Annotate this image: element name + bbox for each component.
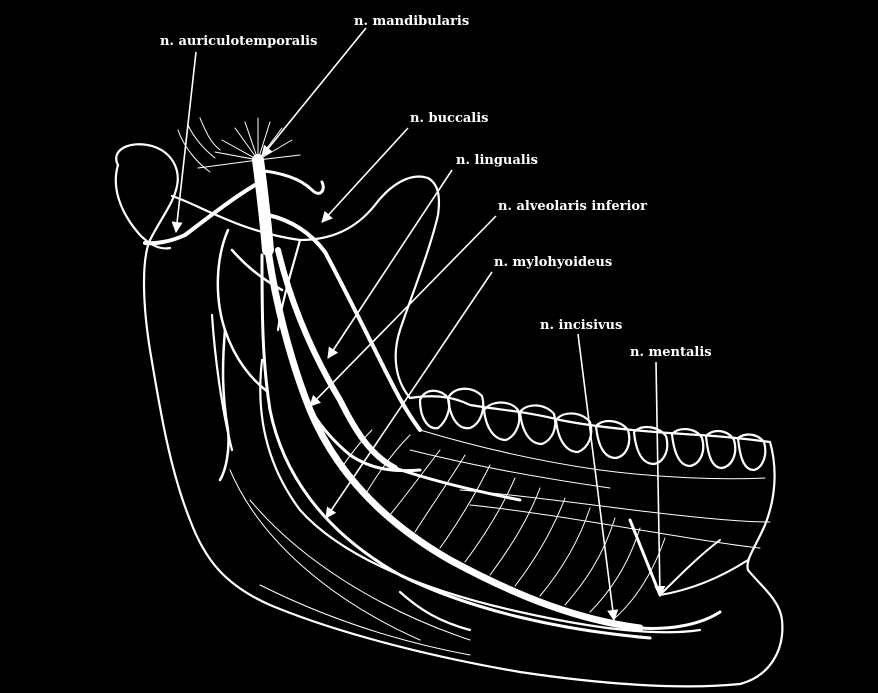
label-mentalis: n. mentalis xyxy=(630,345,712,360)
nerve-origin-fibers xyxy=(177,117,301,173)
label-mandibularis: n. mandibularis xyxy=(354,14,470,29)
nerve-trunks xyxy=(143,154,749,640)
label-lingualis: n. lingualis xyxy=(456,153,538,168)
leader-incisivus xyxy=(577,333,619,622)
label-mylohyoideus: n. mylohyoideus xyxy=(494,255,613,270)
leader-mandibularis xyxy=(261,27,367,157)
leader-lines xyxy=(171,27,666,622)
mandible-bone-outline xyxy=(114,143,784,688)
leader-mylohyoideus xyxy=(325,271,493,519)
leader-auriculotemporalis xyxy=(171,51,197,234)
label-auriculotemporalis: n. auriculotemporalis xyxy=(160,34,318,49)
leader-buccalis xyxy=(321,127,409,223)
leader-lingualis xyxy=(327,169,453,359)
dental-branches xyxy=(229,429,771,656)
label-alveolaris-inferior: n. alveolaris inferior xyxy=(498,199,647,214)
leader-mentalis xyxy=(654,361,666,598)
leader-alveolaris-inferior xyxy=(309,215,497,407)
label-incisivus: n. incisivus xyxy=(540,318,623,333)
label-buccalis: n. buccalis xyxy=(410,111,489,126)
teeth xyxy=(418,387,767,472)
